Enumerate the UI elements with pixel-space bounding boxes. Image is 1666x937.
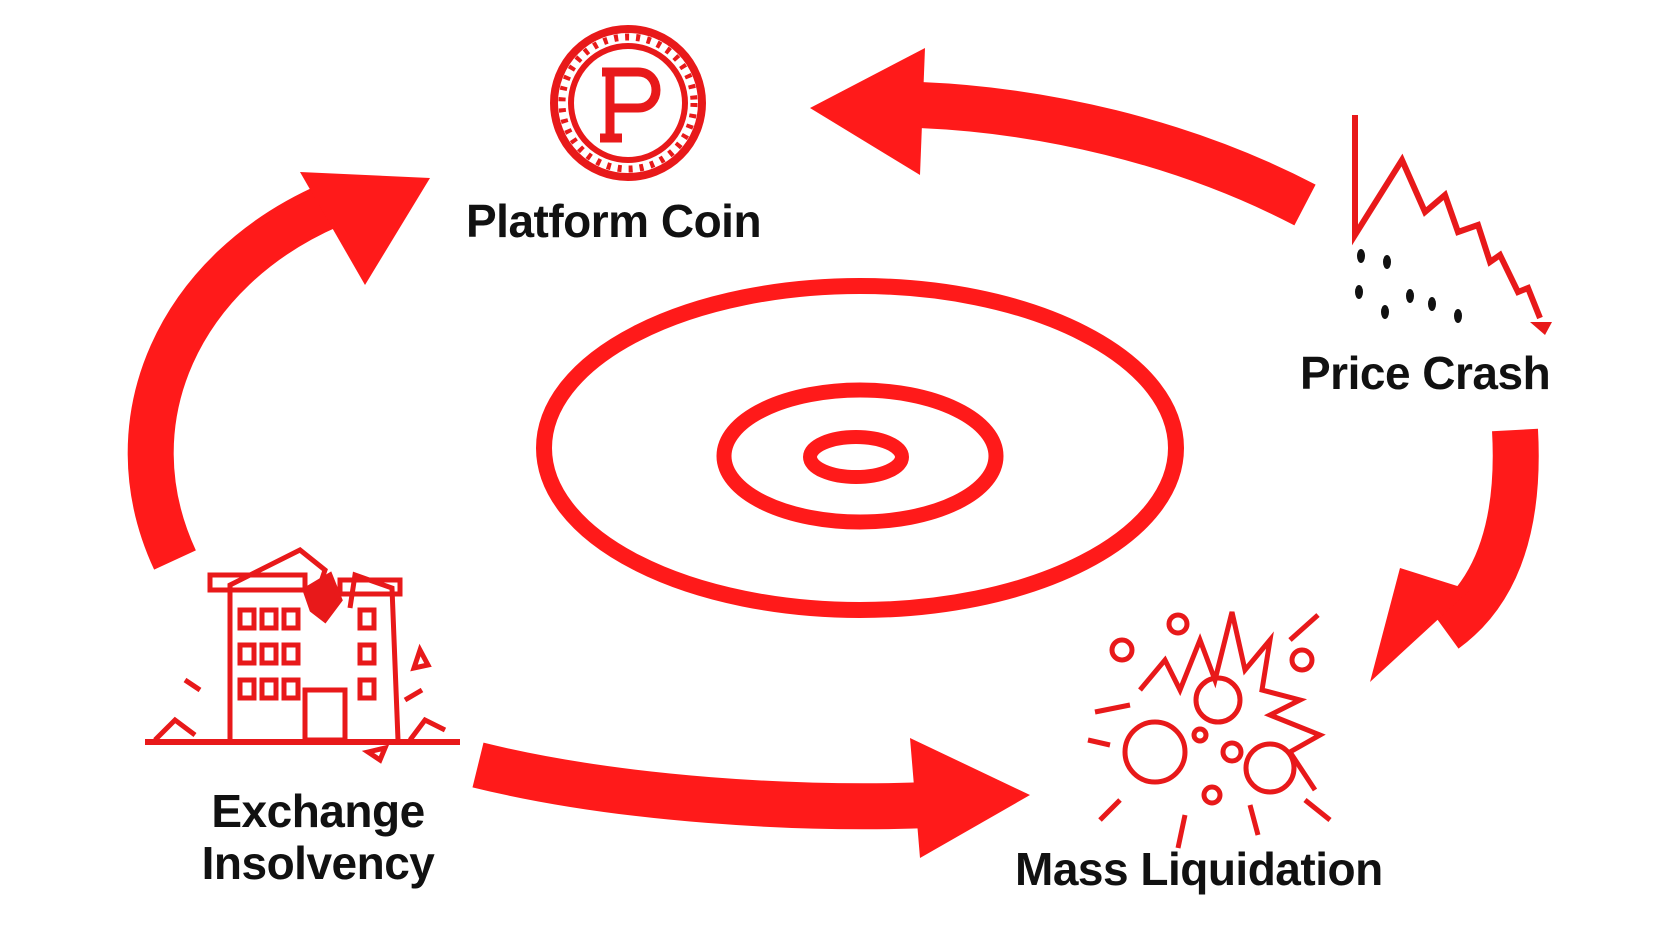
explosion-icon: [1087, 611, 1332, 849]
vortex-target-icon: [536, 278, 1184, 618]
coin-p-icon: [550, 25, 706, 181]
node-label-exchange-line2: Insolvency: [201, 837, 435, 889]
arrow-price-crash-to-platform-coin: [810, 48, 1316, 226]
node-label-mass-liquidation: Mass Liquidation: [1015, 843, 1383, 895]
falling-chart-icon: [1352, 115, 1552, 335]
node-label-platform-coin: Platform Coin: [466, 195, 762, 247]
node-label-exchange-insolvency: Exchange Insolvency: [178, 785, 458, 889]
arrow-exchange-insolvency-to-mass-liquidation: [472, 738, 1030, 858]
collapsing-building-icon: [145, 547, 460, 764]
arrow-exchange-insolvency-to-platform-coin: [127, 172, 430, 570]
node-label-exchange-line1: Exchange: [211, 785, 425, 837]
arrow-price-crash-to-mass-liquidation: [1370, 428, 1539, 682]
node-label-price-crash: Price Crash: [1300, 347, 1551, 399]
